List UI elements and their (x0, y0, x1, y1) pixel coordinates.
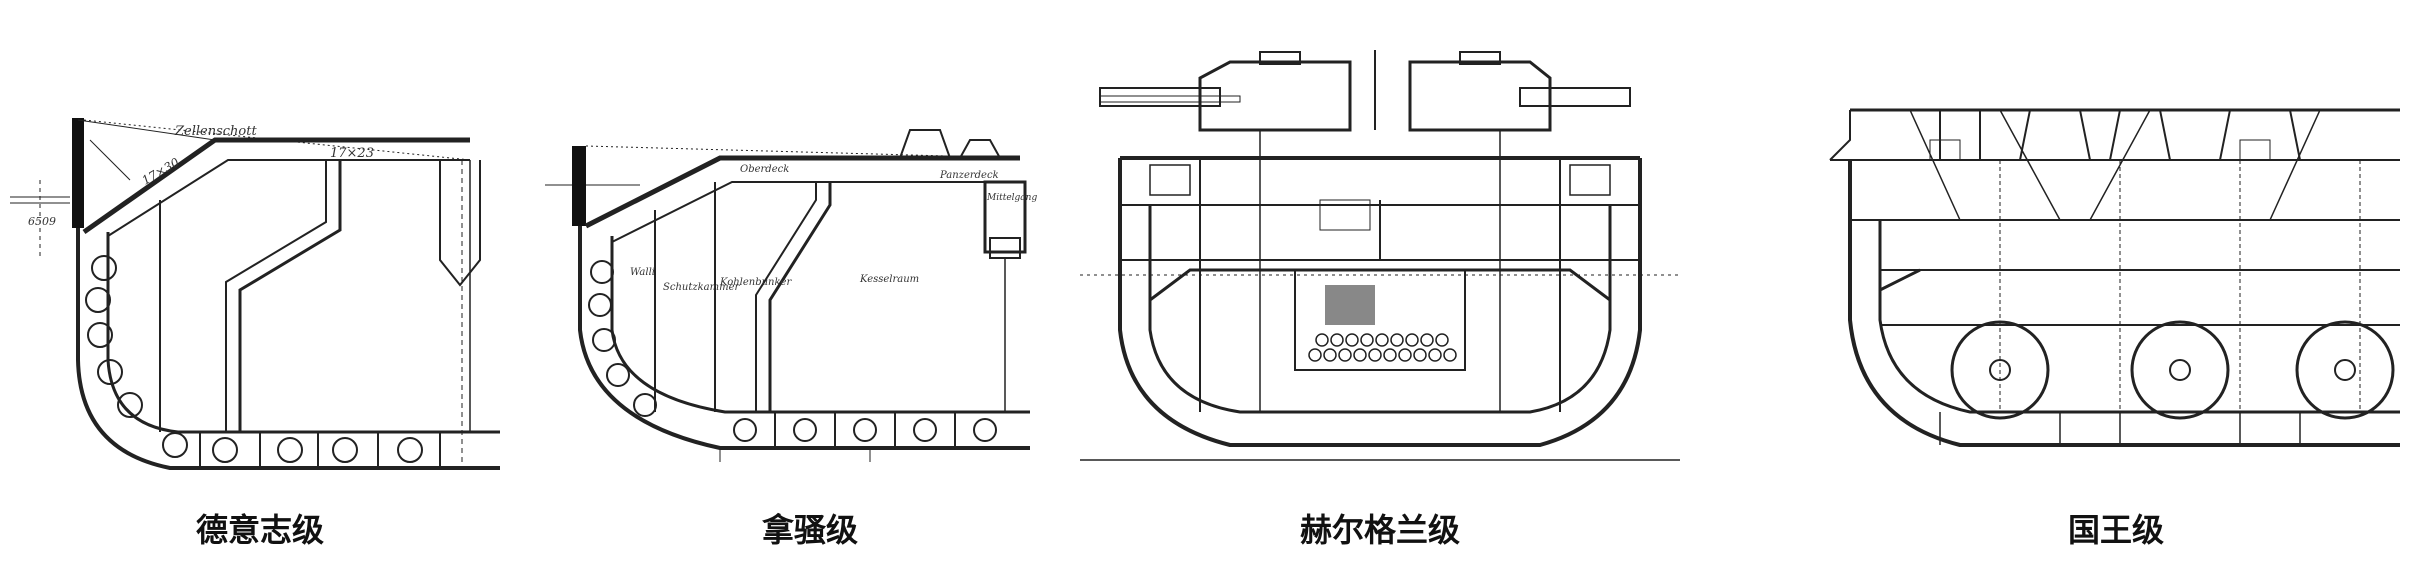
annotation-panzerdeck: Panzerdeck (939, 170, 999, 181)
annotation-kohlenbunker: Kohlenbunker (719, 277, 792, 288)
annotation-mittelgang: Mittelgang (986, 193, 1037, 203)
annotation-oberdeck: Oberdeck (740, 164, 789, 175)
annotation-17x23: 17×23 (330, 146, 374, 161)
caption-deutschland: 德意志级 (195, 511, 324, 549)
annotation-zellenschott: Zellenschott (174, 124, 257, 139)
caption-nassau: 拿骚级 (761, 511, 858, 549)
annotation-walli: Walli (630, 267, 655, 278)
annotation-schutzkammer: Schutzkammer (663, 282, 741, 293)
panel-konig: 国王级 (1820, 0, 2412, 576)
boiler-tubes (1308, 285, 1457, 362)
konig-section-drawing (1829, 108, 2400, 447)
deutschland-section-drawing: Zellenschott 17×23 17×30 6509 (10, 118, 500, 470)
nassau-section-drawing: Oberdeck Panzerdeck Walli Schutzkammer K… (545, 129, 1037, 462)
helgoland-section-drawing (1080, 50, 1680, 461)
annotation-kesselraum: Kesselraum (859, 274, 919, 285)
caption-helgoland: 赫尔格兰级 (1299, 511, 1460, 549)
caption-konig: 国王级 (2067, 511, 2164, 549)
panel-nassau: Oberdeck Panzerdeck Walli Schutzkammer K… (520, 0, 1060, 576)
panel-deutschland: Zellenschott 17×23 17×30 6509 德意志级 (0, 0, 520, 576)
annotation-6509: 6509 (28, 215, 56, 228)
annotation-17x30: 17×30 (140, 155, 182, 188)
panel-helgoland: 赫尔格兰级 (1080, 0, 1680, 576)
